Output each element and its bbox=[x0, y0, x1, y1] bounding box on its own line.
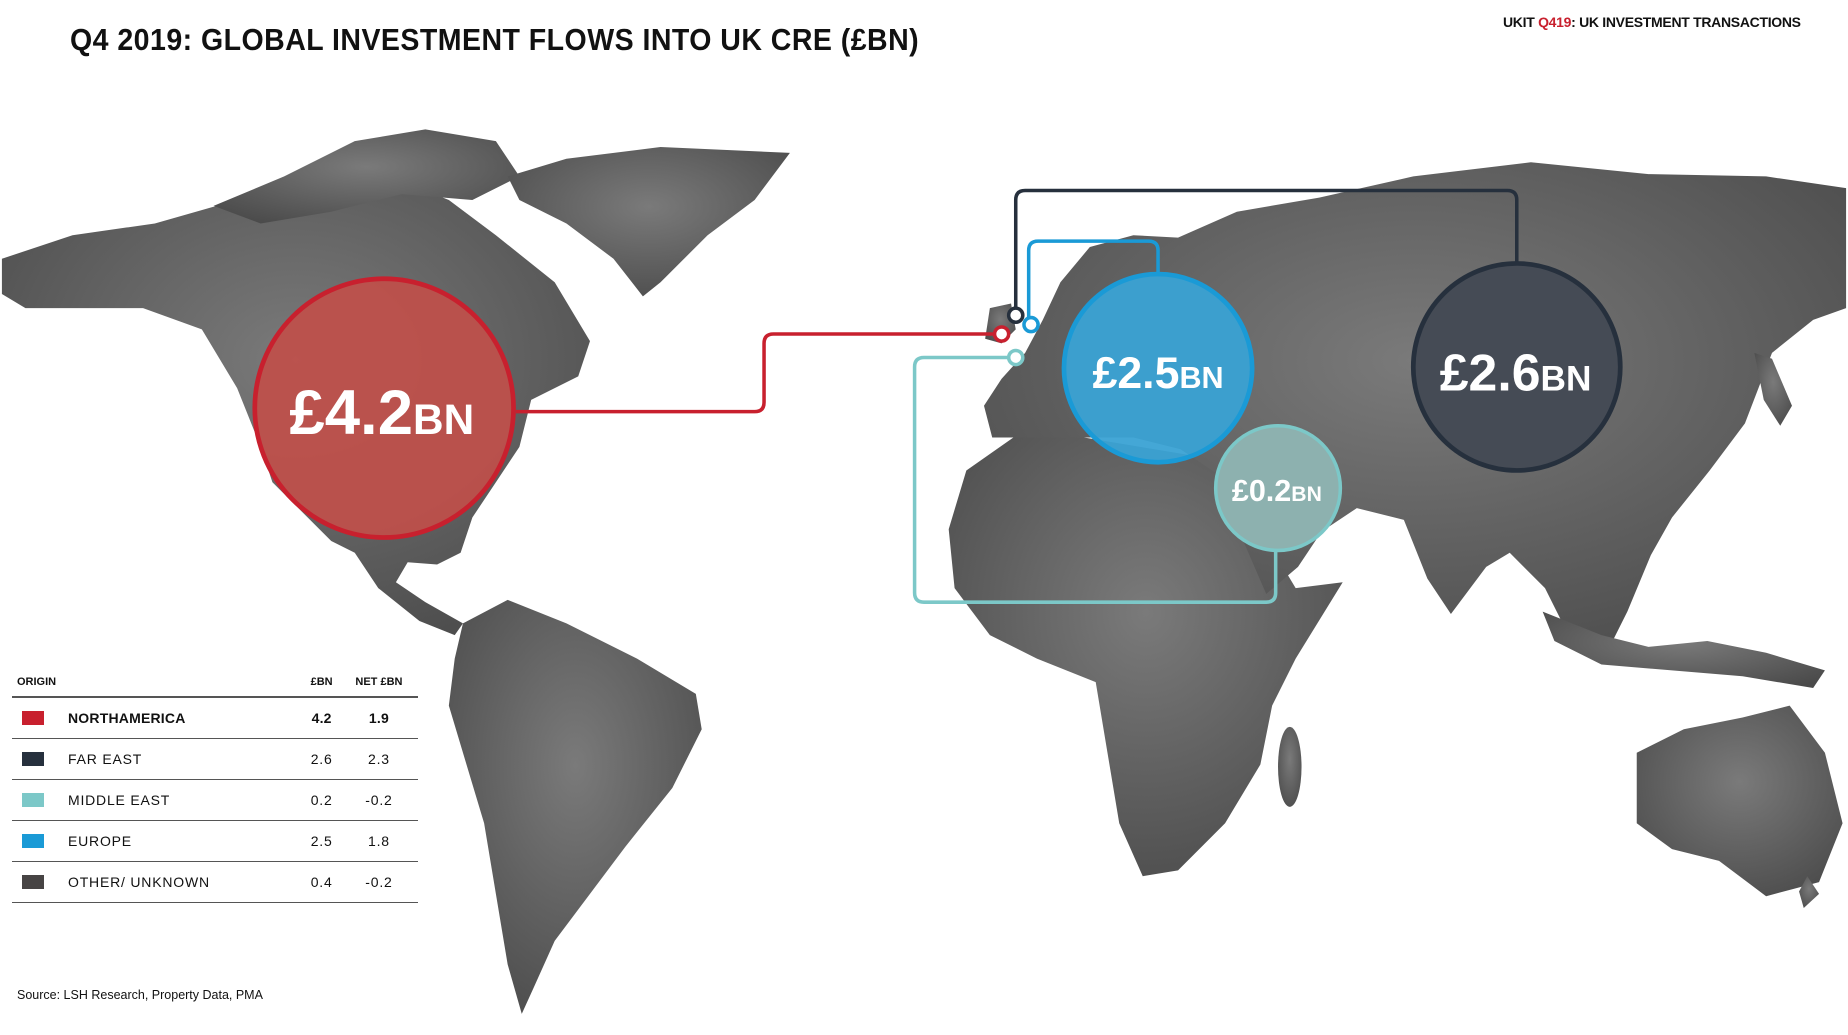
net-cell: 1.8 bbox=[339, 820, 418, 862]
page-title: Q4 2019: GLOBAL INVESTMENT FLOWS INTO UK… bbox=[70, 22, 920, 57]
svg-text:£2.6BN: £2.6BN bbox=[1440, 343, 1592, 401]
table-row: NORTHAMERICA 4.2 1.9 bbox=[12, 697, 418, 739]
origin-cell: MIDDLE EAST bbox=[68, 779, 304, 821]
report-label: UKIT Q419: UK INVESTMENT TRANSACTIONS bbox=[1503, 14, 1801, 30]
flow-lines bbox=[515, 188, 1519, 604]
table-row: MIDDLE EAST 0.2 -0.2 bbox=[12, 779, 418, 821]
new-zealand bbox=[1799, 876, 1820, 908]
arctic-islands bbox=[213, 129, 520, 224]
flow-line-europe bbox=[1026, 239, 1160, 318]
africa bbox=[948, 437, 1343, 877]
origin-cell: OTHER/ UNKNOWN bbox=[68, 861, 304, 903]
south-america bbox=[448, 599, 702, 1014]
endpoint-middle-east bbox=[1006, 348, 1025, 367]
flow-line-north-america bbox=[515, 332, 996, 414]
bn-cell: 0.4 bbox=[303, 861, 340, 903]
svg-text:£4.2BN: £4.2BN bbox=[289, 378, 474, 448]
uk-endpoints bbox=[992, 306, 1040, 367]
header-bn: £BN bbox=[303, 668, 340, 698]
japan bbox=[1754, 352, 1792, 426]
swatch-middle-east bbox=[22, 793, 44, 807]
header-origin: ORIGIN bbox=[12, 668, 304, 698]
australia bbox=[1636, 705, 1843, 897]
swatch-north-america bbox=[22, 711, 44, 725]
flow-line-middle-east bbox=[912, 355, 1278, 604]
header-net: NET £BN bbox=[339, 668, 418, 698]
bubble-far-east: £2.6BN bbox=[1410, 261, 1623, 473]
indonesia bbox=[1542, 611, 1825, 689]
swatch-other bbox=[22, 875, 44, 889]
bubble-europe: £2.5BN bbox=[1061, 271, 1255, 465]
net-cell: 1.9 bbox=[339, 697, 418, 739]
report-quarter: Q419 bbox=[1538, 14, 1572, 30]
swatch-europe bbox=[22, 834, 44, 848]
net-cell: 2.3 bbox=[339, 738, 418, 780]
bn-cell: 4.2 bbox=[303, 697, 340, 739]
svg-text:£2.5BN: £2.5BN bbox=[1092, 349, 1223, 398]
origin-table: ORIGIN £BN NET £BN NORTHAMERICA 4.2 1.9 … bbox=[12, 668, 418, 903]
net-cell: -0.2 bbox=[339, 861, 418, 903]
bn-cell: 0.2 bbox=[303, 779, 340, 821]
table-row: FAR EAST 2.6 2.3 bbox=[12, 738, 418, 780]
bn-cell: 2.5 bbox=[303, 820, 340, 862]
bubble-north-america: £4.2BN bbox=[252, 276, 516, 540]
table-row: OTHER/ UNKNOWN 0.4 -0.2 bbox=[12, 861, 418, 903]
greenland bbox=[507, 147, 790, 297]
bn-cell: 2.6 bbox=[303, 738, 340, 780]
table-header: ORIGIN £BN NET £BN bbox=[12, 668, 418, 698]
bubble-middle-east: £0.2BN bbox=[1213, 423, 1343, 553]
origin-cell: EUROPE bbox=[68, 820, 304, 862]
source-note: Source: LSH Research, Property Data, PMA bbox=[17, 988, 263, 1002]
origin-cell: FAR EAST bbox=[68, 738, 304, 780]
table-row: EUROPE 2.5 1.8 bbox=[12, 820, 418, 862]
origin-cell: NORTHAMERICA bbox=[68, 697, 304, 739]
flow-line-far-east bbox=[1013, 188, 1519, 309]
madagascar bbox=[1278, 726, 1302, 807]
endpoint-europe bbox=[1022, 315, 1040, 334]
report-suffix: : UK INVESTMENT TRANSACTIONS bbox=[1571, 14, 1801, 30]
net-cell: -0.2 bbox=[339, 779, 418, 821]
report-prefix: UKIT bbox=[1503, 14, 1539, 30]
endpoint-north-america bbox=[992, 325, 1011, 343]
swatch-far-east bbox=[22, 752, 44, 766]
endpoint-far-east bbox=[1006, 306, 1025, 325]
svg-text:£0.2BN: £0.2BN bbox=[1232, 474, 1322, 508]
